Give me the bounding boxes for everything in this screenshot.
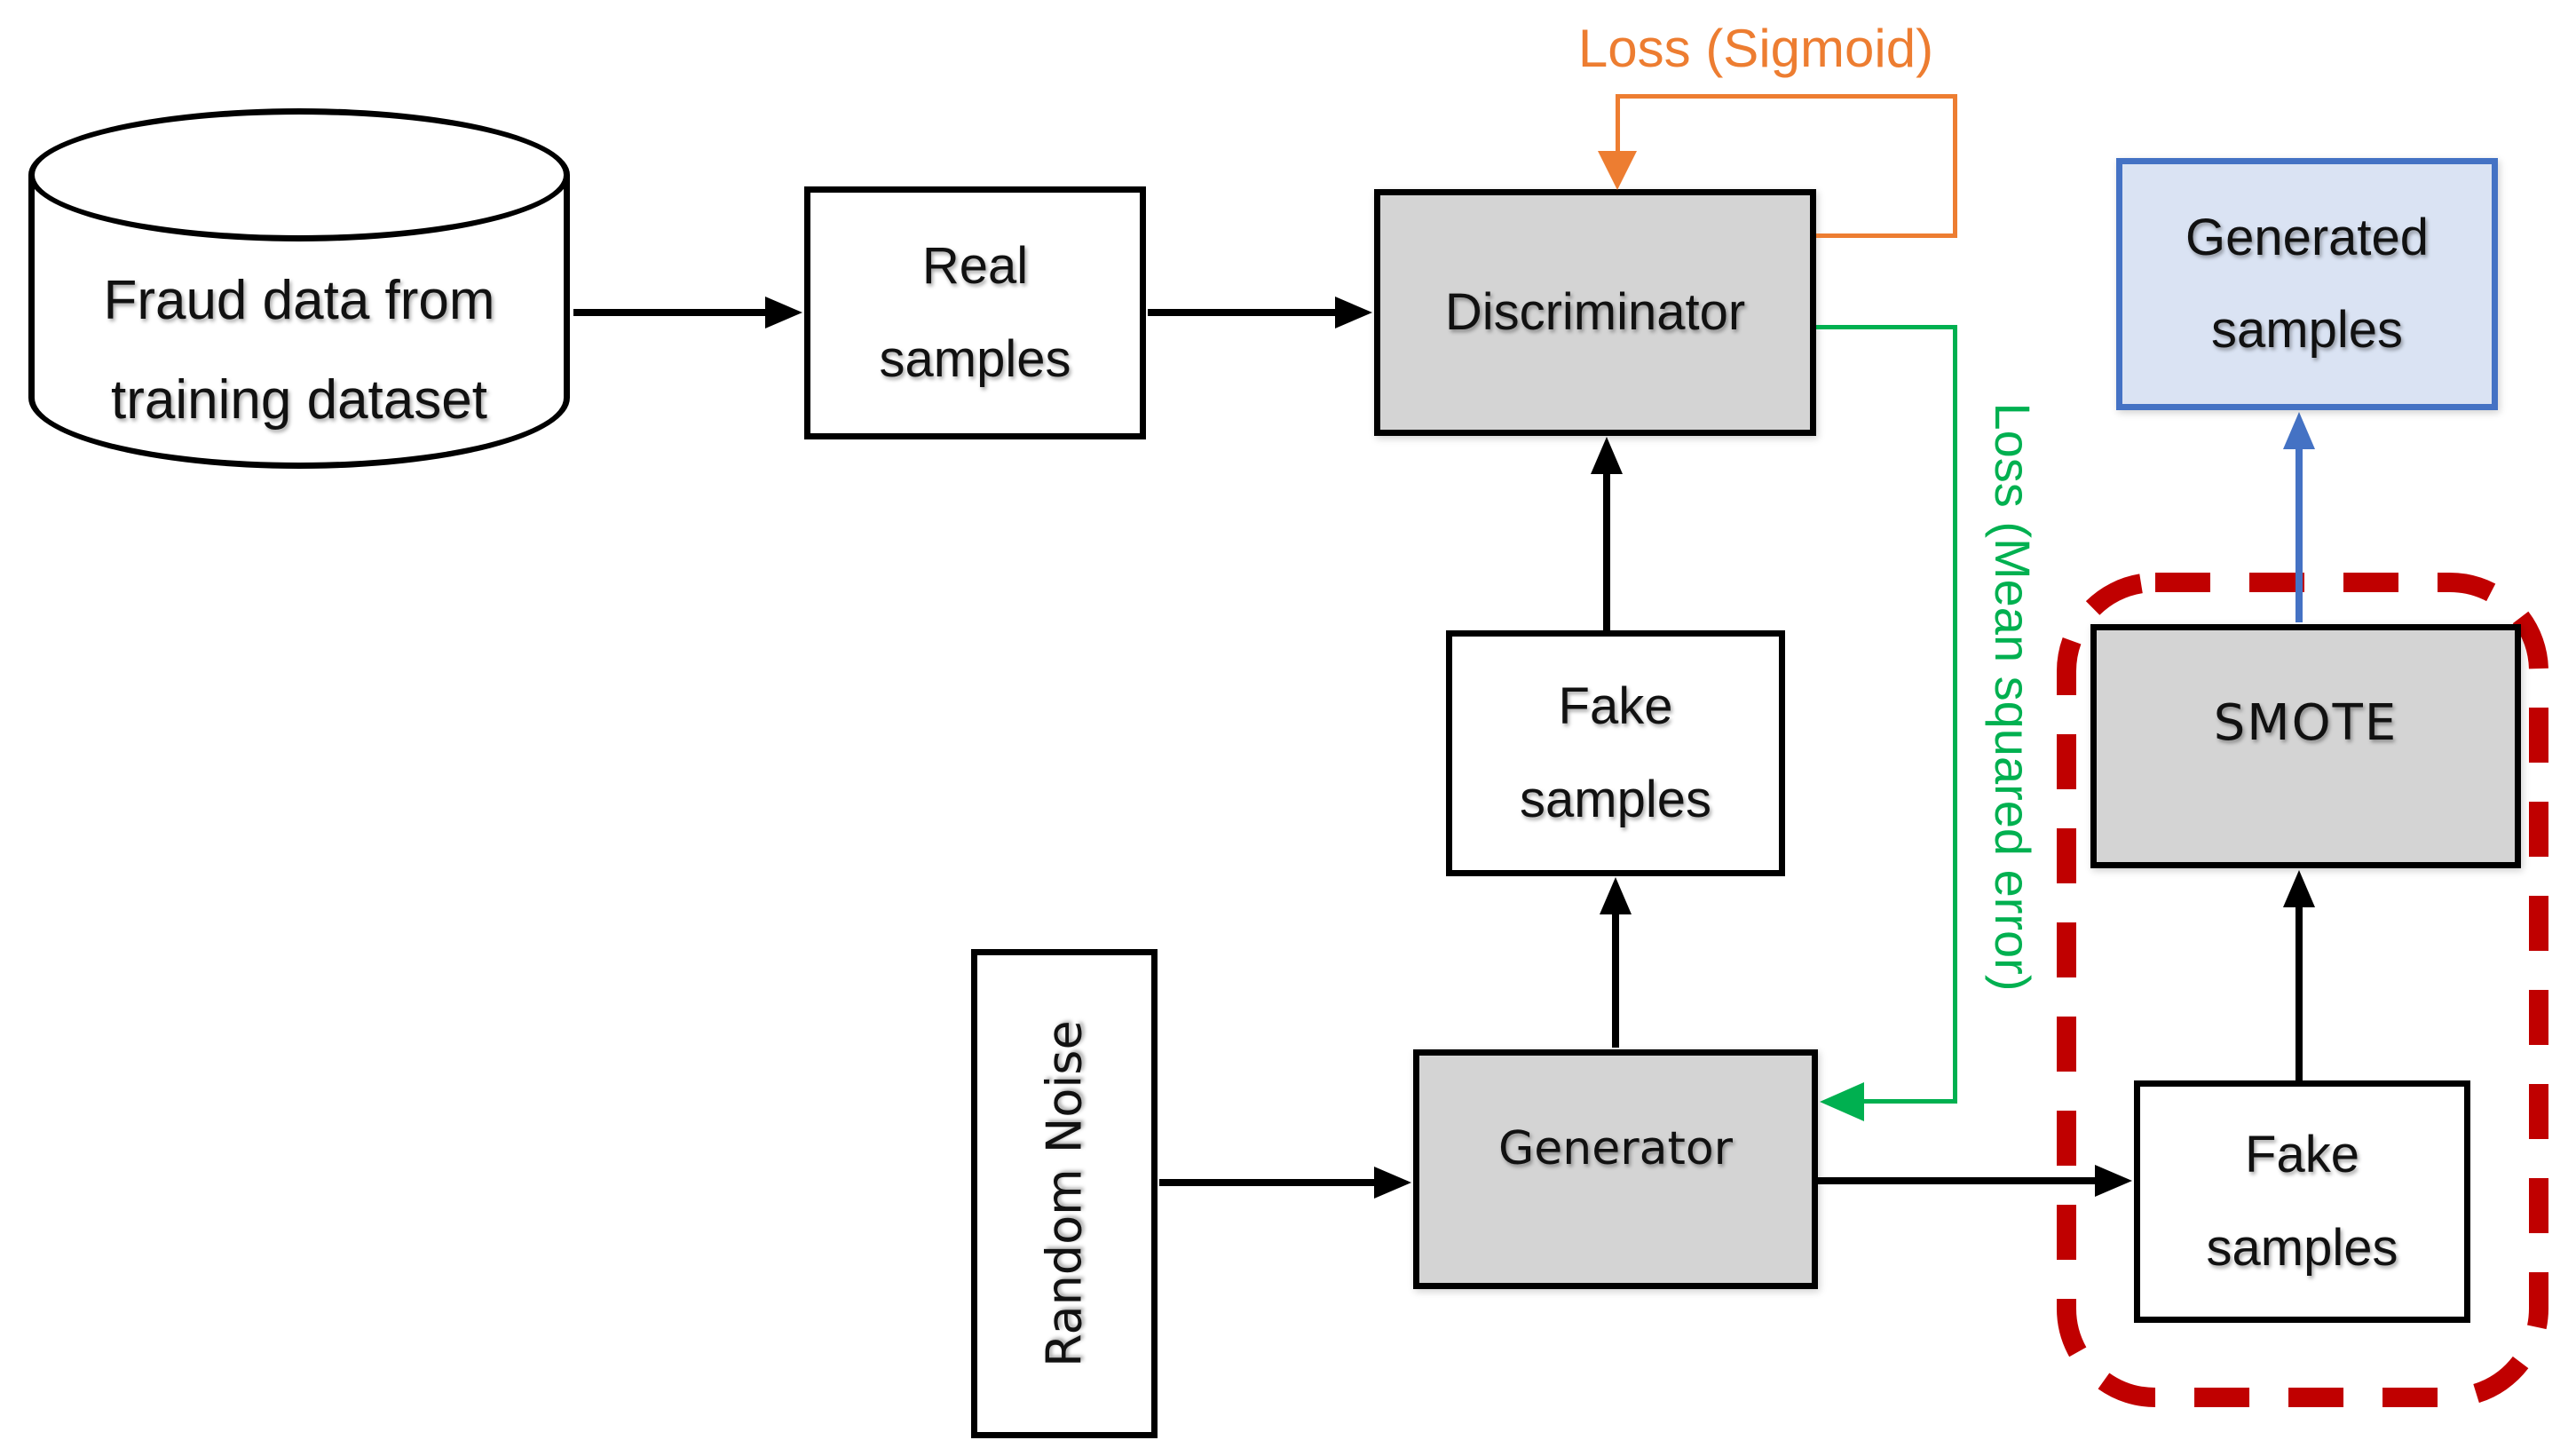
- cylinder-top-ellipse: [28, 108, 570, 241]
- generator-label: Generator: [1497, 1121, 1734, 1175]
- fraud-database-label-line1: Fraud data from: [103, 270, 495, 332]
- node-fake-samples-gan: Fake samples: [1446, 630, 1785, 876]
- loop-segment: [1864, 1099, 1955, 1104]
- smote-label: SMOTE: [2213, 694, 2398, 753]
- node-discriminator: Discriminator: [1374, 189, 1816, 436]
- loss-sigmoid-label: Loss (Sigmoid): [1577, 19, 1934, 78]
- loop-segment: [1616, 94, 1957, 99]
- loss-mse-label: Loss (Mean squared error): [1985, 402, 2042, 992]
- smote-group-outline: [2057, 573, 2548, 1407]
- arrowhead-right-icon: [2095, 1165, 2132, 1197]
- random-noise-label: Random Noise: [1036, 1020, 1093, 1367]
- node-fake-samples-smote: Fake samples: [2134, 1080, 2470, 1323]
- loop-segment: [1953, 94, 1957, 238]
- discriminator-label: Discriminator: [1444, 282, 1746, 341]
- loop-segment: [1953, 325, 1957, 1104]
- arrowhead-up-icon: [2283, 412, 2315, 449]
- loop-segment: [1816, 325, 1955, 329]
- node-random-noise: Random Noise: [971, 949, 1158, 1438]
- smote-group-outline-rect: [2057, 573, 2548, 1407]
- fake-samples-smote-label-line2: samples: [2206, 1218, 2398, 1277]
- arrow-shaft: [2295, 907, 2303, 1080]
- arrowhead-right-icon: [765, 297, 802, 328]
- real-samples-label-line1: Real: [921, 237, 1029, 296]
- fake-samples-smote-label-line1: Fake: [2245, 1126, 2359, 1184]
- arrow-shaft: [1148, 309, 1335, 316]
- arrowhead-right-icon: [1335, 297, 1372, 328]
- node-fraud-database: Fraud data from training dataset: [28, 108, 570, 469]
- arrow-shaft: [2295, 449, 2303, 622]
- real-samples-label-line2: samples: [879, 329, 1071, 388]
- generated-samples-label-line2: samples: [2211, 301, 2403, 359]
- loop-segment: [1816, 233, 1955, 238]
- node-smote: SMOTE: [2090, 624, 2521, 868]
- loop-segment: [1616, 94, 1620, 151]
- arrowhead-left-icon: [1820, 1082, 1864, 1121]
- arrowhead-right-icon: [1374, 1167, 1411, 1199]
- generated-samples-label-line1: Generated: [2185, 208, 2430, 266]
- arrow-shaft: [1603, 474, 1610, 630]
- node-real-samples: Real samples: [804, 186, 1146, 439]
- node-generator: Generator: [1413, 1049, 1818, 1289]
- fake-samples-gan-label-line2: samples: [1520, 770, 1711, 828]
- arrowhead-down-icon: [1598, 151, 1637, 190]
- arrowhead-up-icon: [1600, 877, 1632, 914]
- arrow-shaft: [1159, 1179, 1374, 1186]
- arrow-shaft: [1816, 1177, 2095, 1184]
- fraud-database-label-line2: training dataset: [111, 369, 487, 431]
- arrow-shaft: [573, 309, 765, 316]
- fake-samples-gan-label-line1: Fake: [1558, 677, 1673, 736]
- arrow-shaft: [1612, 914, 1619, 1048]
- fraud-database-label: Fraud data from training dataset: [36, 241, 563, 460]
- node-generated-samples: Generated samples: [2116, 158, 2498, 410]
- arrowhead-up-icon: [1591, 437, 1623, 474]
- arrowhead-up-icon: [2283, 870, 2315, 907]
